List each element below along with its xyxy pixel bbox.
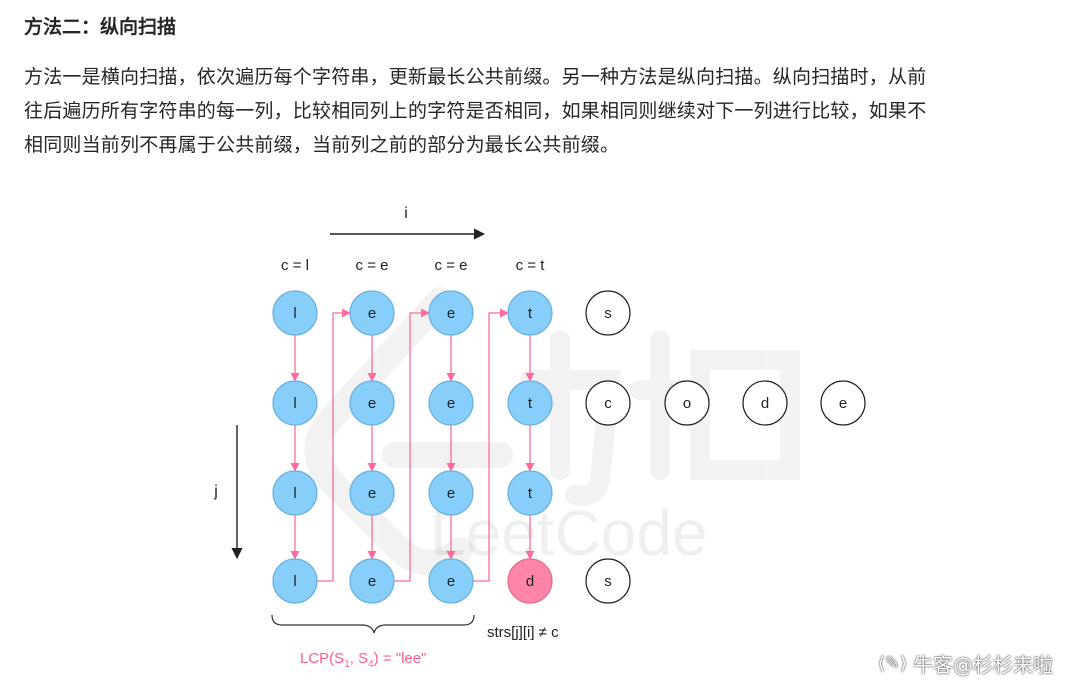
column-transition-arrow	[317, 308, 351, 582]
description-paragraph: 方法一是横向扫描，依次遍历每个字符串，更新最长公共前缀。另一种方法是纵向扫描。纵…	[24, 60, 1054, 162]
char-node-label: e	[447, 573, 455, 590]
char-node	[428, 558, 474, 604]
column-labels: c = l c = e c = e c = t	[281, 257, 545, 274]
char-node	[349, 558, 395, 604]
nowcoder-icon: ⟨✎⟩	[877, 653, 907, 674]
column-label: c = e	[435, 257, 468, 274]
char-node-label: e	[839, 395, 847, 412]
char-node-label: e	[368, 305, 376, 322]
char-node-label: t	[528, 305, 533, 322]
paragraph-line: 往后遍历所有字符串的每一列，比较相同列上的字符是否相同，如果相同则继续对下一列进…	[24, 100, 927, 122]
char-node	[507, 380, 553, 426]
i-axis-label: i	[404, 205, 408, 222]
j-axis-label: j	[213, 483, 218, 500]
char-node-label: d	[526, 573, 534, 590]
char-node-label: s	[604, 305, 612, 322]
lcp-label-prefix: LCP(S	[300, 650, 344, 667]
char-node-label: o	[683, 395, 691, 412]
char-node	[272, 290, 318, 336]
char-node-label: l	[293, 485, 296, 502]
char-node-label: d	[761, 395, 769, 412]
column-transition-arrow	[394, 308, 430, 582]
char-node-label: e	[447, 395, 455, 412]
char-node	[349, 290, 395, 336]
lcp-label-sub2: 4	[368, 659, 374, 670]
char-node	[272, 558, 318, 604]
char-node-label: s	[604, 573, 612, 590]
char-node-label: e	[447, 485, 455, 502]
char-node-label: c	[604, 395, 612, 412]
char-node	[664, 380, 710, 426]
lcp-label: LCP(S1, S4) = "lee"	[300, 650, 426, 670]
lcp-label-suffix: ) = "lee"	[374, 650, 427, 667]
lcp-label-sub1: 1	[344, 659, 350, 670]
char-node-label: e	[368, 395, 376, 412]
char-node	[349, 380, 395, 426]
char-node-label: l	[293, 395, 296, 412]
char-node	[428, 380, 474, 426]
char-node	[820, 380, 866, 426]
paragraph-line: 方法一是横向扫描，依次遍历每个字符串，更新最长公共前缀。另一种方法是纵向扫描。纵…	[24, 66, 927, 88]
char-node	[507, 290, 553, 336]
column-transition-arrow	[473, 308, 509, 582]
char-node	[507, 470, 553, 516]
char-node	[428, 290, 474, 336]
paragraph-line: 相同则当前列不再属于公共前缀，当前列之前的部分为最长公共前缀。	[24, 134, 620, 156]
char-node	[742, 380, 788, 426]
column-label: c = e	[356, 257, 389, 274]
char-node-label: e	[368, 573, 376, 590]
lcp-label-mid: , S	[350, 650, 368, 667]
char-node-label: t	[528, 395, 533, 412]
char-node	[585, 380, 631, 426]
column-label: c = t	[516, 257, 546, 274]
char-node	[585, 558, 631, 604]
char-node-label: l	[293, 305, 296, 322]
mismatch-label: strs[j][i] ≠ c	[487, 624, 559, 641]
char-node	[349, 470, 395, 516]
char-node-label: t	[528, 485, 533, 502]
leetcode-watermark-text: LeetCode	[430, 497, 708, 569]
char-node	[272, 470, 318, 516]
column-label: c = l	[281, 257, 309, 274]
watermark-text: 牛客@杉杉来啦	[913, 653, 1053, 677]
char-node	[272, 380, 318, 426]
char-node-label: e	[368, 485, 376, 502]
lcp-brace	[271, 614, 475, 634]
char-node	[428, 470, 474, 516]
scan-arrows	[290, 308, 535, 582]
char-node-label: e	[447, 305, 455, 322]
mismatch-node	[507, 558, 553, 604]
character-nodes: l e e t s l e e t c o d e l e e t l e e d s	[272, 290, 866, 604]
nowcoder-watermark: ⟨✎⟩ 牛客@杉杉来啦	[878, 649, 1053, 678]
char-node	[585, 290, 631, 336]
char-node-label: l	[293, 573, 296, 590]
section-heading: 方法二：纵向扫描	[24, 16, 177, 38]
